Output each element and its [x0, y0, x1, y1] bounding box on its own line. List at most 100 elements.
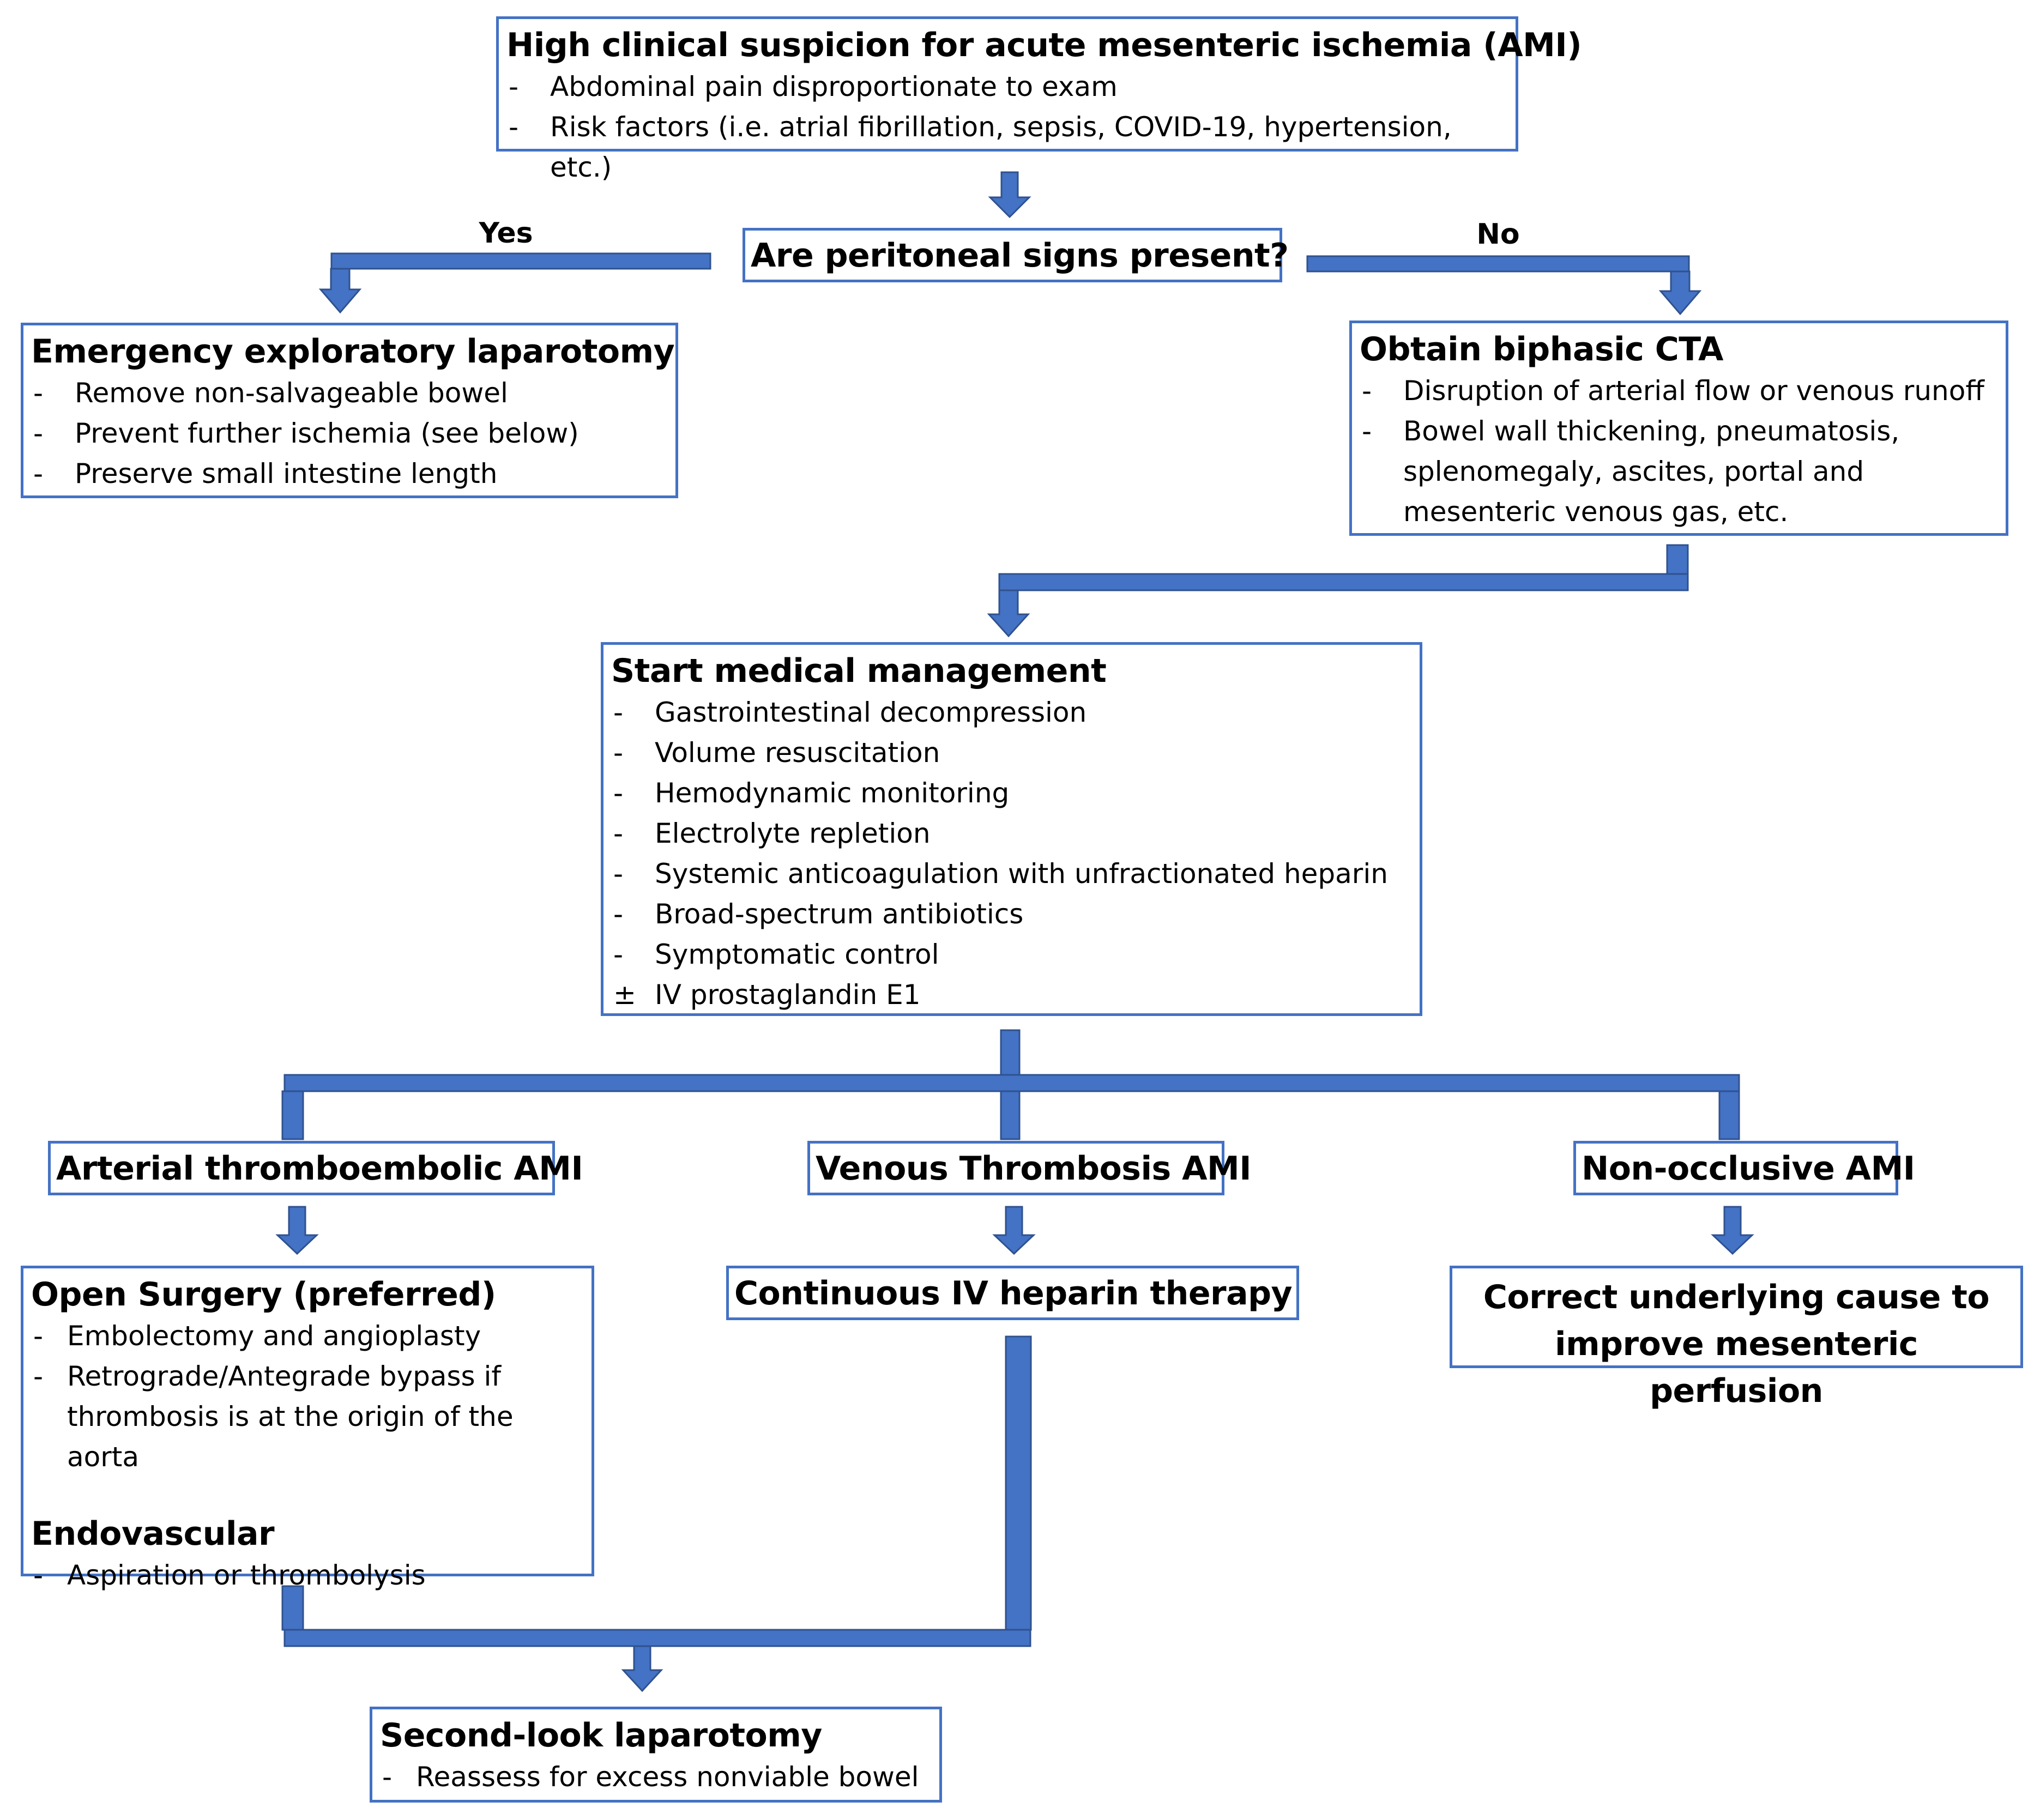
no-down-arrow — [1658, 270, 1702, 316]
list-item-text: Broad-spectrum antibiotics — [655, 898, 1024, 930]
no-label: No — [1476, 218, 1520, 251]
arterial-title: Arterial thromboembolic AMI — [56, 1150, 583, 1188]
yes-label: Yes — [479, 217, 533, 250]
no-connector-bar — [1306, 255, 1690, 273]
list-item: -Embolectomy and angioplasty — [31, 1316, 584, 1356]
second-look-title: Second-look laparotomy — [380, 1716, 822, 1755]
list-marker: - — [613, 938, 624, 970]
list-item: -Aspiration or thrombolysis — [31, 1555, 584, 1595]
list-item-text: Gastrointestinal decompression — [655, 696, 1087, 728]
list-item-text: Retrograde/Antegrade bypass if thrombosi… — [67, 1360, 514, 1473]
list-item: -Symptomatic control — [611, 934, 1412, 975]
arterial-box: Arterial thromboembolic AMI — [48, 1141, 583, 1195]
list-item-text: Preserve small intestine length — [75, 457, 498, 489]
list-marker: - — [382, 1761, 393, 1793]
list-item: ± IV prostaglandin E1 — [611, 975, 1412, 1015]
down-arrow — [988, 171, 1031, 219]
list-item-text: Remove non-salvageable bowel — [75, 377, 508, 409]
list-marker: - — [613, 736, 624, 769]
list-marker: - — [613, 898, 624, 930]
list-marker: - — [1362, 415, 1372, 447]
list-marker: - — [613, 777, 624, 809]
list-marker: - — [33, 1320, 44, 1352]
list-item-text: Volume resuscitation — [655, 736, 940, 769]
list-item-text: Hemodynamic monitoring — [655, 777, 1010, 809]
list-marker: ± — [613, 978, 636, 1011]
nonocclusive-box: Non-occlusive AMI — [1573, 1141, 1915, 1195]
split-connector-bar — [1718, 1090, 1740, 1140]
laparotomy-title: Emergency exploratory laparotomy — [31, 332, 675, 371]
peritoneal-box: Are peritoneal signs present? — [743, 228, 1289, 282]
venous-box: Venous Thrombosis AMI — [807, 1141, 1252, 1195]
list-item: -Preserve small intestine length — [31, 454, 668, 494]
list-item: -Abdominal pain disproportionate to exam — [506, 66, 1508, 107]
laparotomy-box: Emergency exploratory laparotomy -Remove… — [21, 323, 678, 498]
nonocclusive-title: Non-occlusive AMI — [1582, 1150, 1915, 1188]
list-item-text: Embolectomy and angioplasty — [67, 1320, 481, 1352]
split-connector-bar — [1000, 1090, 1021, 1140]
down-arrow — [987, 589, 1030, 638]
list-item: -Retrograde/Antegrade bypass if thrombos… — [31, 1356, 584, 1477]
list-item: -Electrolyte repletion — [611, 813, 1412, 854]
list-marker: - — [33, 377, 44, 409]
list-item: -Risk factors (i.e. atrial fibrillation,… — [506, 107, 1508, 188]
merge-connector-bar — [1005, 1335, 1032, 1631]
list-item: -Prevent further ischemia (see below) — [31, 413, 668, 454]
list-item-text: Aspiration or thrombolysis — [67, 1559, 426, 1591]
list-marker: - — [33, 417, 44, 449]
peritoneal-title: Are peritoneal signs present? — [751, 237, 1289, 275]
down-arrow — [992, 1206, 1036, 1255]
open-surgery-title: Open Surgery (preferred) — [31, 1275, 496, 1314]
list-item-text: Systemic anticoagulation with unfraction… — [655, 857, 1388, 890]
heparin-box: Continuous IV heparin therapy — [726, 1266, 1299, 1320]
list-item-text: Electrolyte repletion — [655, 817, 931, 849]
list-item-text: Abdominal pain disproportionate to exam — [550, 70, 1118, 102]
list-item: -Bowel wall thickening, pneumatosis, spl… — [1360, 411, 1998, 532]
split-connector-bar — [283, 1074, 1740, 1092]
down-arrow — [1711, 1206, 1754, 1255]
list-item: -Hemodynamic monitoring — [611, 773, 1412, 813]
list-item-text: Prevent further ischemia (see below) — [75, 417, 579, 449]
list-item-text: Reassess for excess nonviable bowel — [416, 1761, 919, 1793]
list-item-text: Disruption of arterial flow or venous ru… — [1403, 374, 1984, 407]
list-marker: - — [613, 696, 624, 728]
cta-connector-bar — [998, 573, 1689, 591]
list-item: -Reassess for excess nonviable bowel — [380, 1757, 932, 1797]
correct-cause-box: Correct underlying cause to improve mese… — [1450, 1266, 2023, 1410]
list-item: -Volume resuscitation — [611, 733, 1412, 773]
heparin-title: Continuous IV heparin therapy — [734, 1274, 1293, 1313]
merge-connector-bar — [283, 1629, 1031, 1647]
list-marker: - — [33, 457, 44, 489]
list-marker: - — [613, 817, 624, 849]
list-marker: - — [33, 1559, 44, 1591]
yes-connector-bar — [330, 252, 711, 270]
list-item: -Broad-spectrum antibiotics — [611, 894, 1412, 934]
suspicion-title: High clinical suspicion for acute mesent… — [506, 26, 1582, 64]
list-marker: - — [613, 857, 624, 890]
list-item: -Remove non-salvageable bowel — [31, 373, 668, 413]
list-item: -Gastrointestinal decompression — [611, 692, 1412, 733]
open-surgery-box: Open Surgery (preferred) -Embolectomy an… — [21, 1266, 594, 1591]
split-connector-bar — [1000, 1029, 1021, 1076]
down-arrow — [621, 1645, 663, 1692]
suspicion-box: High clinical suspicion for acute mesent… — [496, 16, 1582, 183]
cta-title: Obtain biphasic CTA — [1360, 330, 1723, 368]
endovascular-title: Endovascular — [31, 1514, 275, 1553]
list-item: -Systemic anticoagulation with unfractio… — [611, 854, 1412, 894]
list-marker: - — [33, 1360, 44, 1392]
medical-box: Start medical management -Gastrointestin… — [601, 642, 1422, 1016]
cta-box: Obtain biphasic CTA -Disruption of arter… — [1349, 321, 2008, 536]
list-marker: - — [509, 70, 519, 102]
list-item-text: Risk factors (i.e. atrial fibrillation, … — [550, 111, 1452, 183]
list-item-text: Bowel wall thickening, pneumatosis, sple… — [1403, 415, 1900, 528]
second-look-box: Second-look laparotomy -Reassess for exc… — [370, 1707, 942, 1803]
split-connector-bar — [281, 1090, 304, 1140]
merge-connector-bar — [281, 1585, 304, 1631]
venous-title: Venous Thrombosis AMI — [816, 1150, 1252, 1188]
list-item-text: IV prostaglandin E1 — [655, 978, 921, 1011]
down-arrow — [275, 1206, 319, 1255]
list-marker: - — [1362, 374, 1372, 407]
list-marker: - — [509, 111, 519, 143]
